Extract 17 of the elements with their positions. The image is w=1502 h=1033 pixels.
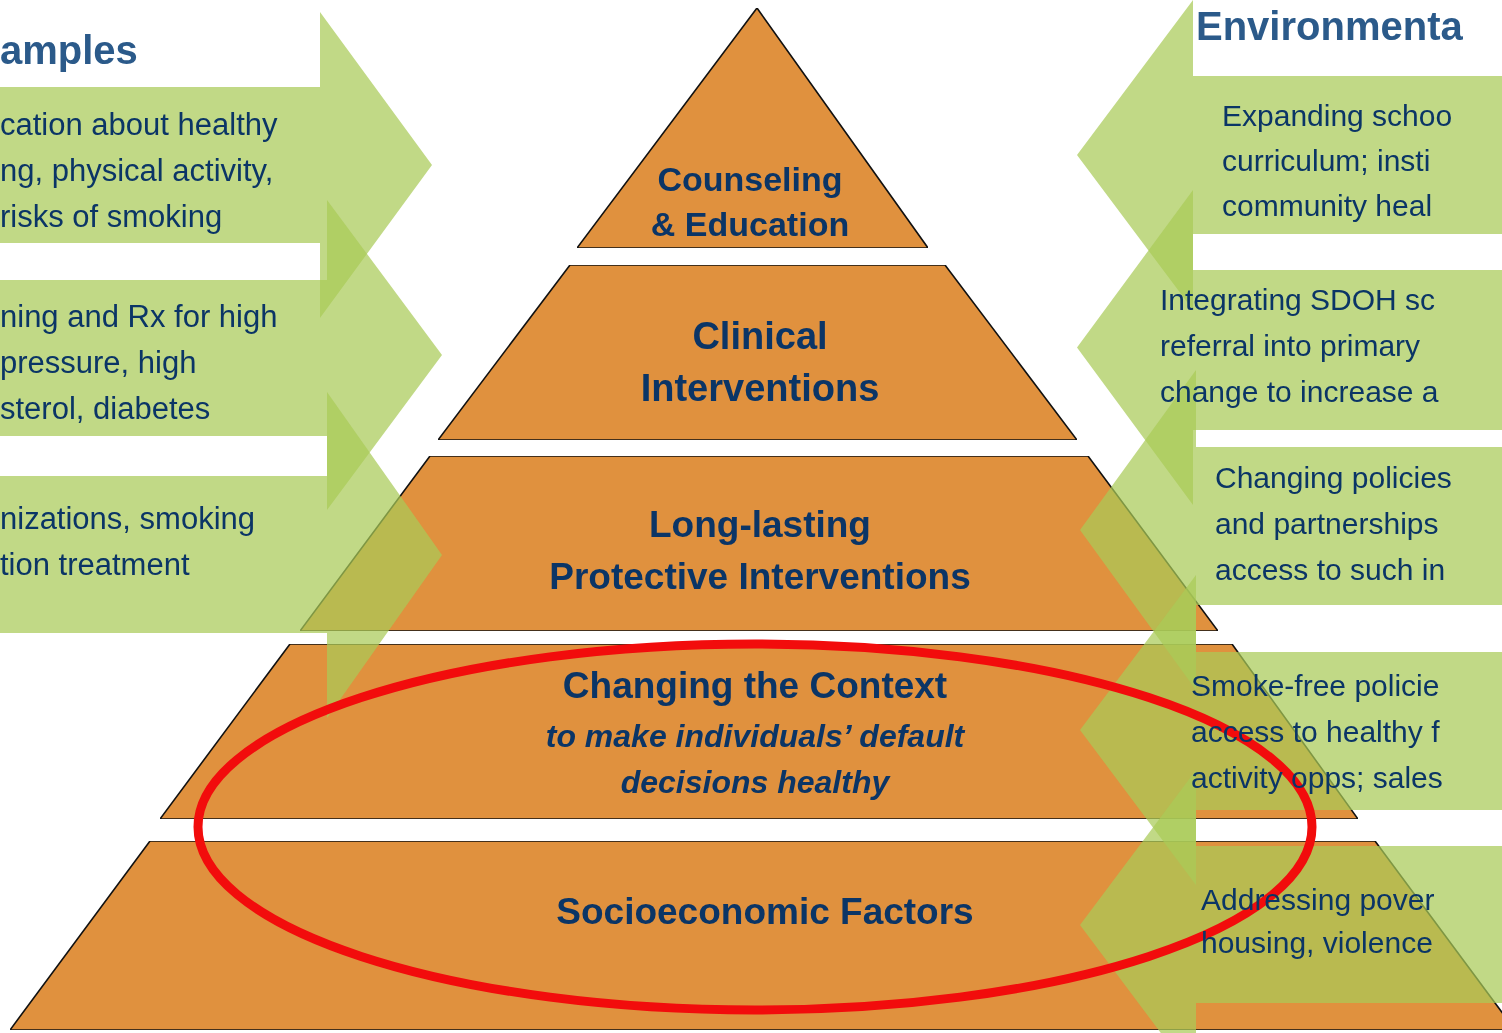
example-text: Integrating SDOH sc referral into primary change to increase a [1160, 282, 1439, 410]
example-text: nizations, smoking tion treatment [0, 500, 255, 584]
tier-label: Clinical Interventions [640, 314, 880, 411]
example-text: cation about healthy ng, physical activity, risks of smoking [0, 106, 278, 236]
example-text: Expanding schoo curriculum; insti community heal [1222, 98, 1453, 224]
pyramid-tier [577, 8, 928, 248]
pyramid-tier [438, 265, 1077, 440]
arrow-shape [0, 392, 442, 718]
example-text: Changing policies and partnerships access to such in [1215, 460, 1452, 588]
section-heading: amples [0, 27, 138, 74]
tier-label: Socioeconomic Factors [556, 890, 974, 934]
section-heading: Environmenta [1196, 3, 1463, 50]
tier-subtitle: to make individuals’ default decisions healthy [545, 717, 965, 802]
tier-label: Long-lasting Protective Interventions [549, 503, 971, 599]
example-text: ning and Rx for high pressure, high sterol, diabetes [0, 298, 278, 428]
tier-label: Counseling & Education [650, 159, 850, 245]
tier-label: Changing the Context [562, 664, 948, 708]
